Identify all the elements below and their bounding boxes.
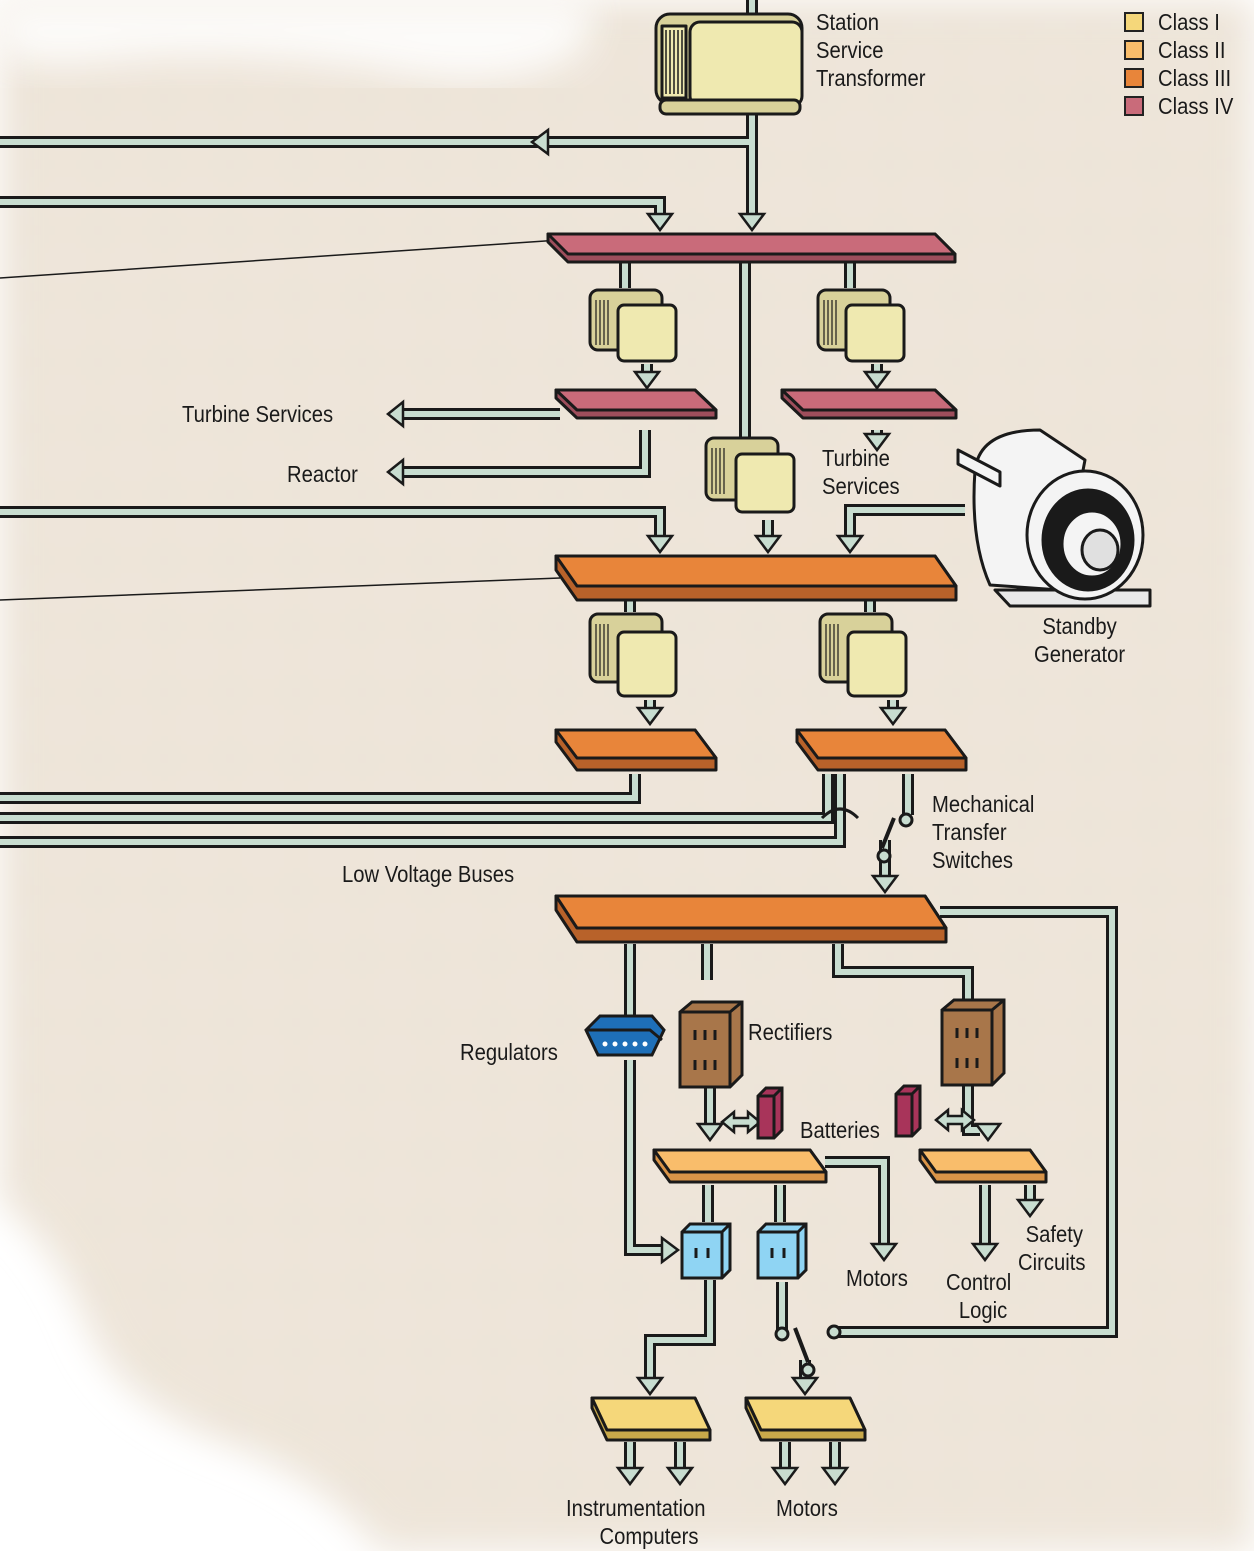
transformer-unit [588,612,678,698]
double-arrow [934,1107,976,1133]
legend-swatch [1124,68,1144,88]
station-service-transformer-label: Station Service Transformer [816,9,926,91]
motor-switch-icon [774,1324,842,1378]
low-voltage-buses-label: Low Voltage Buses [342,861,515,887]
transformers [588,12,908,698]
legend-swatch [1124,12,1144,32]
legend-label: Class III [1158,64,1232,91]
arrow-head [862,432,892,453]
legend: Class I Class II Class III Class IV [1124,8,1244,120]
turbine-services-right-label: Turbine Services [822,445,900,499]
outlet-icon [680,1222,732,1280]
arrow-head [869,1242,899,1263]
regulator-icon [584,1014,666,1057]
arrow-head [529,127,550,157]
wires [0,0,1118,1470]
arrow-head [770,1466,800,1487]
arrow-head [835,534,865,555]
bus-class-ii-left [652,1148,828,1184]
bus-class-iv-main [546,232,957,264]
buses [546,232,1048,1442]
battery-icon [756,1086,784,1140]
station-service-transformer [654,12,804,116]
arrow-head [737,212,767,233]
standby-generator-icon [956,428,1152,608]
legend-item-class-i: Class I [1124,8,1244,36]
arrow-head [385,457,405,487]
arrow-head [665,1466,695,1487]
legend-swatch [1124,40,1144,60]
bus-class-iv-left [554,388,718,420]
bus-class-iii-lower [554,894,948,944]
instrumentation-computers-label: Instrumentation Computers [566,1495,706,1549]
motors-bottom-label: Motors [776,1495,838,1521]
regulators-label: Regulators [460,1039,558,1065]
outlet-icon [756,1222,808,1280]
safety-circuits-label: Safety Circuits [1018,1221,1086,1275]
pointer-line-class-iv [0,239,561,279]
arrow-head [632,370,662,391]
arrow-head [615,1466,645,1487]
reactor-label: Reactor [287,461,358,487]
turbine-services-label: Turbine Services [182,401,334,427]
arrow-head [635,706,665,727]
batteries-label: Batteries [800,1117,880,1143]
control-logic-label: Control Logic [946,1269,1012,1323]
arrow-head [385,399,405,429]
legend-item-class-ii: Class II [1124,36,1244,64]
battery-icon [894,1084,922,1138]
arrow-head [878,706,908,727]
arrow-head [645,212,675,233]
arrow-head [645,534,675,555]
bus-class-iii-right [795,728,968,772]
arrow-head [635,1376,665,1397]
transformer-unit [818,612,908,698]
rectifiers-label: Rectifiers [748,1019,833,1045]
rectifier-icon [940,998,1006,1087]
rectifier-icon [678,1000,744,1089]
legend-label: Class IV [1158,92,1234,119]
pointer-line-class-iii [0,577,561,601]
legend-item-class-iv: Class IV [1124,92,1244,120]
arrow-head [695,1122,725,1143]
mechanical-transfer-switch-icon [876,812,914,864]
arrow-head [790,1376,820,1397]
arrow-head [973,1122,1003,1143]
arrow-head [970,1242,1000,1263]
bus-class-iii-left [554,728,718,772]
legend-label: Class II [1158,36,1226,63]
bus-class-i-right [744,1396,867,1442]
arrow-head [820,1466,850,1487]
transformer-unit [704,436,796,514]
arrow-head [753,534,783,555]
mechanical-transfer-switches-label: Mechanical Transfer Switches [932,791,1035,873]
standby-generator-label: Standby Generator [1034,613,1126,667]
legend-item-class-iii: Class III [1124,64,1244,92]
motors-label: Motors [846,1265,908,1291]
bus-class-iv-right [780,388,958,420]
arrow-head [862,370,892,391]
transformer-unit [588,288,678,363]
legend-label: Class I [1158,8,1220,35]
arrow-head [660,1235,681,1265]
arrow-head [1015,1198,1045,1219]
legend-swatch [1124,96,1144,116]
bus-class-iii-main [554,554,958,602]
arrows [385,127,1045,1487]
bus-class-ii-right [918,1148,1048,1184]
transformer-unit [816,288,906,363]
arrow-head [870,874,900,895]
wire-crossover [820,807,860,820]
bus-class-i-left [590,1396,712,1442]
